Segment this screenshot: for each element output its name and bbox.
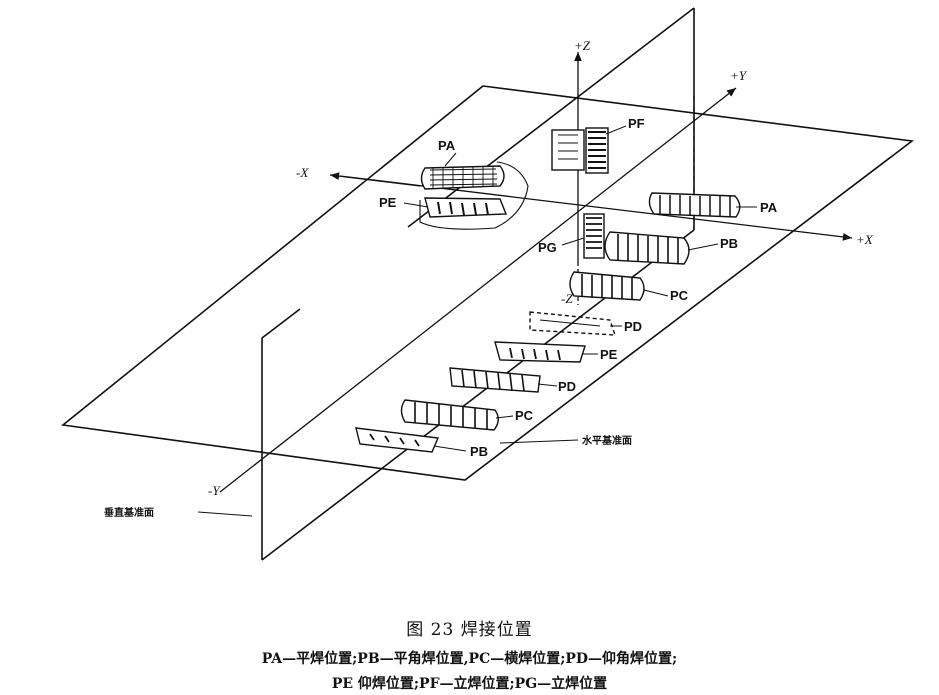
axis-label-plus-z: +Z: [574, 38, 591, 53]
label-pc-upper: PC: [670, 288, 689, 303]
horizontal-reference-plane: [61, 85, 915, 481]
label-pa-right: PA: [760, 200, 778, 215]
label-pb-lower: PB: [470, 444, 488, 459]
weld-sample-pd-upper: [529, 311, 616, 336]
axis-label-plus-y: +Y: [730, 68, 748, 83]
weld-sample-pg: [583, 213, 605, 259]
label-pd-upper: PD: [624, 319, 642, 334]
label-pa-left: PA: [438, 138, 456, 153]
caption-line-2: PE 仰焊位置;PF—立焊位置;PG—立焊位置: [331, 676, 608, 692]
caption-line-1: PA—平焊位置;PB—平角焊位置,PC—横焊位置;PD—仰角焊位置;: [261, 651, 678, 667]
weld-sample-pa-right: [648, 192, 741, 218]
axis-label-plus-x: +X: [856, 232, 874, 247]
label-pc-lower: PC: [515, 408, 534, 423]
label-horizontal-plane: 水平基准面: [581, 434, 632, 447]
y-axis: [219, 87, 737, 493]
weld-sample-pb-right: [604, 231, 690, 265]
weld-sample-pf: [551, 127, 609, 174]
weld-sample-pc-lower: [400, 399, 499, 431]
label-vertical-plane: 垂直基准面: [104, 506, 154, 519]
weld-sample-pa-left: [419, 161, 529, 230]
x-axis-negative-arrow: [329, 172, 421, 187]
weld-sample-pe-left: [424, 197, 508, 218]
label-pe-left: PE: [379, 195, 397, 210]
leader-lines: [197, 125, 757, 517]
label-pe-mid: PE: [600, 347, 618, 362]
weld-sample-pc-upper: [569, 271, 645, 301]
label-pd-lower: PD: [558, 379, 576, 394]
weld-sample-pe-mid: [494, 341, 586, 363]
label-pg: PG: [538, 240, 557, 255]
weld-samples: [355, 127, 741, 453]
welding-positions-diagram: +Z +Y -X +X -Z -Y PA PE PF PA PG PB PC P…: [61, 7, 915, 561]
label-pb-right: PB: [720, 236, 738, 251]
weld-sample-pd-lower: [449, 367, 541, 393]
axis-label-minus-x: -X: [296, 165, 309, 180]
weld-sample-pb-lower: [355, 427, 440, 453]
label-pf: PF: [628, 116, 645, 131]
axis-label-minus-z: -Z: [561, 291, 573, 306]
axis-label-minus-y: -Y: [208, 483, 221, 498]
figure-title: 图 23 焊接位置: [406, 620, 533, 640]
